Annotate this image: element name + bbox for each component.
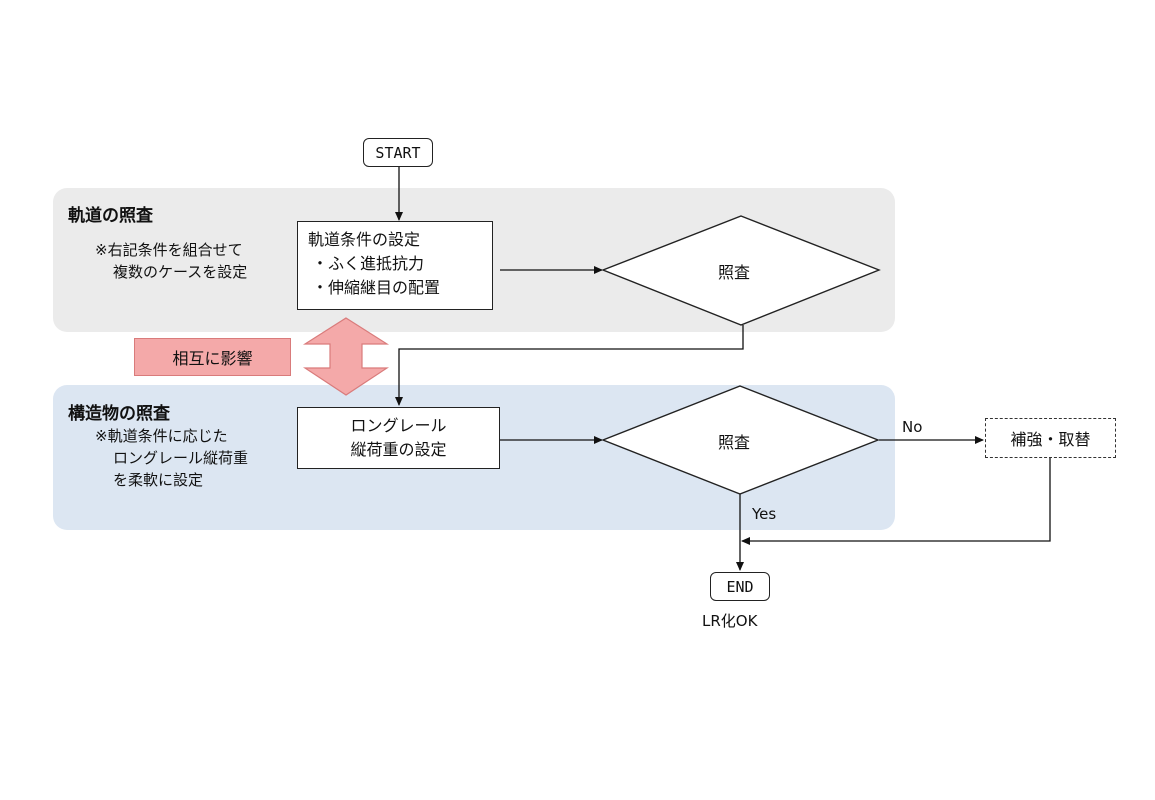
arrow-track-check-to-load-setup xyxy=(395,325,744,406)
track-conditions-item-1: ・ふく進抵抗力 xyxy=(312,254,425,273)
track-note-line-2: 複数のケースを設定 xyxy=(113,263,248,281)
structure-note-line-1: ※軌道条件に応じた xyxy=(95,427,228,445)
track-section-title: 軌道の照査 xyxy=(68,206,153,226)
track-check-diamond xyxy=(601,215,881,326)
interaction-label-box: 相互に影響 xyxy=(134,338,291,376)
track-conditions-heading: 軌道条件の設定 xyxy=(308,230,421,249)
yes-label: Yes xyxy=(752,505,777,523)
track-conditions-item-2: ・伸縮継目の配置 xyxy=(312,278,441,297)
longrail-load-line-1: ロングレール xyxy=(350,416,447,435)
end-caption: LR化OK xyxy=(702,612,758,630)
structure-section-title: 構造物の照査 xyxy=(68,404,170,424)
no-label: No xyxy=(902,418,923,436)
interaction-label: 相互に影響 xyxy=(172,349,253,368)
interaction-double-arrow xyxy=(302,317,390,396)
track-check-label: 照査 xyxy=(718,263,751,282)
longrail-load-box: ロングレール 縦荷重の設定 xyxy=(297,407,500,469)
reinforce-replace-label: 補強・取替 xyxy=(1010,430,1091,449)
track-conditions-box: 軌道条件の設定 ・ふく進抵抗力 ・伸縮継目の配置 xyxy=(297,221,493,310)
reinforce-replace-box: 補強・取替 xyxy=(985,418,1116,458)
end-terminal: END xyxy=(710,572,770,601)
start-label: START xyxy=(375,143,421,162)
arrow-remedy-back xyxy=(741,458,1051,545)
structure-check-diamond xyxy=(601,385,880,495)
structure-note-line-2: ロングレール縦荷重 xyxy=(113,449,249,467)
start-terminal: START xyxy=(363,138,433,167)
track-note-line-1: ※右記条件を組合せて xyxy=(95,241,243,259)
longrail-load-line-2: 縦荷重の設定 xyxy=(350,440,447,459)
structure-note-line-3: を柔軟に設定 xyxy=(113,471,204,489)
end-label: END xyxy=(726,577,754,596)
structure-check-label: 照査 xyxy=(718,433,751,452)
